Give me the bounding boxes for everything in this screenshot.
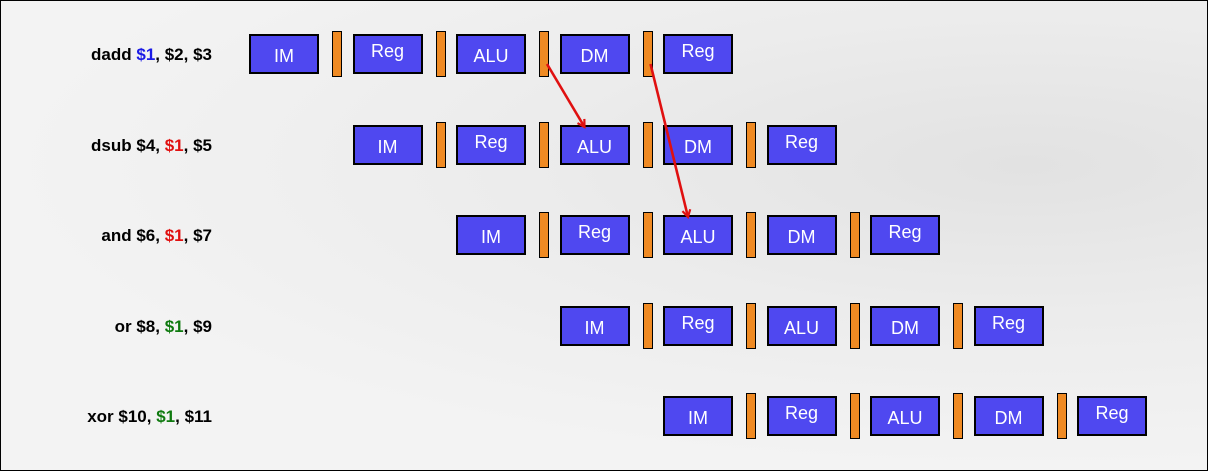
- stage-dm: DM: [870, 306, 940, 346]
- stage-reg: Reg: [352, 34, 423, 74]
- stage-label: IM: [584, 318, 605, 338]
- instruction-part: , $9: [183, 317, 212, 336]
- stage-alu: ALU: [559, 125, 630, 165]
- stage-label: IM: [481, 227, 501, 247]
- stage-im: IM: [663, 396, 733, 436]
- pipeline-register-latch: [539, 212, 549, 258]
- stage-reg: Reg: [559, 215, 630, 255]
- stage-label: IM: [688, 408, 708, 428]
- stage-label: ALU: [887, 408, 923, 428]
- stage-im: IM: [352, 125, 423, 165]
- pipeline-register-latch: [642, 31, 653, 77]
- stage-label: Reg: [681, 313, 715, 333]
- instruction-label: or $8, $1, $9: [21, 317, 212, 337]
- stage-dm: DM: [973, 396, 1044, 436]
- instruction-part: dsub $4,: [91, 136, 165, 155]
- stage-label: IM: [377, 137, 398, 157]
- pipeline-register-latch: [953, 393, 963, 439]
- pipeline-row-1: dadd $1, $2, $3 IM Reg ALU DM Reg: [1, 1, 1207, 77]
- stage-dm: DM: [559, 34, 630, 74]
- pipeline-register-latch: [435, 31, 446, 77]
- instruction-part: or $8,: [114, 317, 165, 336]
- stage-reg: Reg: [766, 396, 837, 436]
- pipeline-register-latch: [746, 212, 756, 258]
- pipeline-register-latch: [332, 31, 342, 77]
- instruction-part: xor $10,: [87, 407, 157, 426]
- stage-label: DM: [684, 137, 712, 157]
- stage-label: DM: [994, 408, 1023, 428]
- instruction-part: , $2, $3: [155, 45, 212, 64]
- pipeline-register-latch: [849, 393, 860, 439]
- pipeline-register-latch: [849, 212, 860, 258]
- pipeline-register-latch: [642, 212, 653, 258]
- instruction-part: $1: [156, 407, 176, 426]
- pipeline-register-latch: [435, 122, 446, 168]
- stage-alu: ALU: [870, 396, 940, 436]
- instruction-part: and $6,: [101, 226, 165, 245]
- instruction-part: dadd: [91, 45, 137, 64]
- stage-reg: Reg: [766, 125, 837, 165]
- stage-im: IM: [559, 306, 630, 346]
- pipeline-register-latch: [642, 122, 653, 168]
- stage-label: Reg: [577, 222, 612, 242]
- stage-reg: Reg: [663, 34, 733, 74]
- pipeline-register-latch: [746, 122, 756, 168]
- instruction-part: $1: [164, 136, 184, 155]
- pipeline-register-latch: [642, 303, 653, 349]
- instruction-part: , $5: [183, 136, 212, 155]
- stage-reg: Reg: [870, 215, 940, 255]
- stage-label: Reg: [1095, 403, 1129, 423]
- stage-label: ALU: [783, 318, 819, 338]
- forwarding-arrow: [545, 63, 585, 127]
- stage-label: Reg: [991, 313, 1026, 333]
- instruction-part: $1: [164, 226, 184, 245]
- stage-label: Reg: [888, 222, 922, 242]
- stage-im: IM: [249, 34, 319, 74]
- stage-alu: ALU: [663, 215, 733, 255]
- pipeline-register-latch: [539, 122, 549, 168]
- instruction-part: , $7: [183, 226, 212, 245]
- stage-label: Reg: [681, 41, 715, 61]
- stage-reg: Reg: [1077, 396, 1147, 436]
- pipeline-register-latch: [1056, 393, 1067, 439]
- stage-alu: ALU: [456, 34, 526, 74]
- stage-label: ALU: [680, 227, 716, 247]
- stage-reg: Reg: [456, 125, 526, 165]
- stage-label: ALU: [576, 137, 612, 157]
- stage-im: IM: [456, 215, 526, 255]
- stage-label: ALU: [473, 46, 509, 66]
- stage-label: Reg: [474, 132, 508, 152]
- stage-label: Reg: [784, 132, 819, 152]
- stage-label: IM: [274, 46, 294, 66]
- forwarding-arrow: [649, 63, 689, 217]
- pipeline-register-latch: [746, 303, 756, 349]
- stage-label: Reg: [784, 403, 819, 423]
- instruction-part: , $11: [175, 407, 212, 426]
- stage-dm: DM: [766, 215, 837, 255]
- stage-label: DM: [787, 227, 816, 247]
- stage-label: DM: [891, 318, 919, 338]
- stage-label: DM: [580, 46, 609, 66]
- stage-reg: Reg: [663, 306, 733, 346]
- pipeline-register-latch: [849, 303, 860, 349]
- instruction-label: and $6, $1, $7: [21, 226, 212, 246]
- stage-reg: Reg: [973, 306, 1044, 346]
- instruction-part: $1: [136, 45, 156, 64]
- instruction-label: dadd $1, $2, $3: [21, 45, 212, 65]
- instruction-label: xor $10, $1, $11: [21, 407, 212, 427]
- pipeline-register-latch: [953, 303, 963, 349]
- instruction-part: $1: [164, 317, 184, 336]
- pipeline-register-latch: [746, 393, 756, 439]
- stage-alu: ALU: [766, 306, 837, 346]
- stage-label: Reg: [370, 41, 405, 61]
- instruction-label: dsub $4, $1, $5: [21, 136, 212, 156]
- stage-dm: DM: [663, 125, 733, 165]
- pipeline-register-latch: [539, 31, 549, 77]
